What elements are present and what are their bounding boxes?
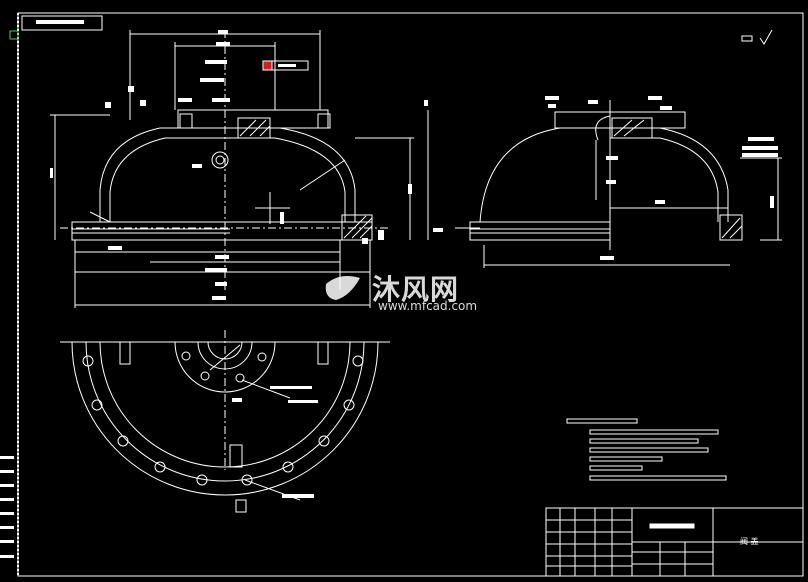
watermark-logo-icon xyxy=(325,276,360,300)
title-block xyxy=(545,507,804,577)
watermark-url: www.mfcad.com xyxy=(378,299,478,313)
front-view-annotations xyxy=(50,30,412,300)
side-view-annotations xyxy=(424,96,778,260)
left-margin-marks xyxy=(0,456,14,558)
technical-notes xyxy=(566,418,727,481)
plan-view-annotations xyxy=(232,386,318,498)
tolerance-frame xyxy=(262,60,309,71)
surface-finish-note xyxy=(741,29,773,45)
drawing-number-text xyxy=(36,20,84,24)
ucs-marker xyxy=(9,30,19,40)
bolt-holes xyxy=(82,351,364,486)
watermark-brand: 沐风网 xyxy=(372,273,460,306)
side-view xyxy=(455,100,782,268)
plan-view xyxy=(60,330,390,513)
front-section-view xyxy=(50,30,429,371)
drawing-number-box xyxy=(21,15,103,31)
title-block-part-name: 阀 盖 xyxy=(740,537,759,546)
